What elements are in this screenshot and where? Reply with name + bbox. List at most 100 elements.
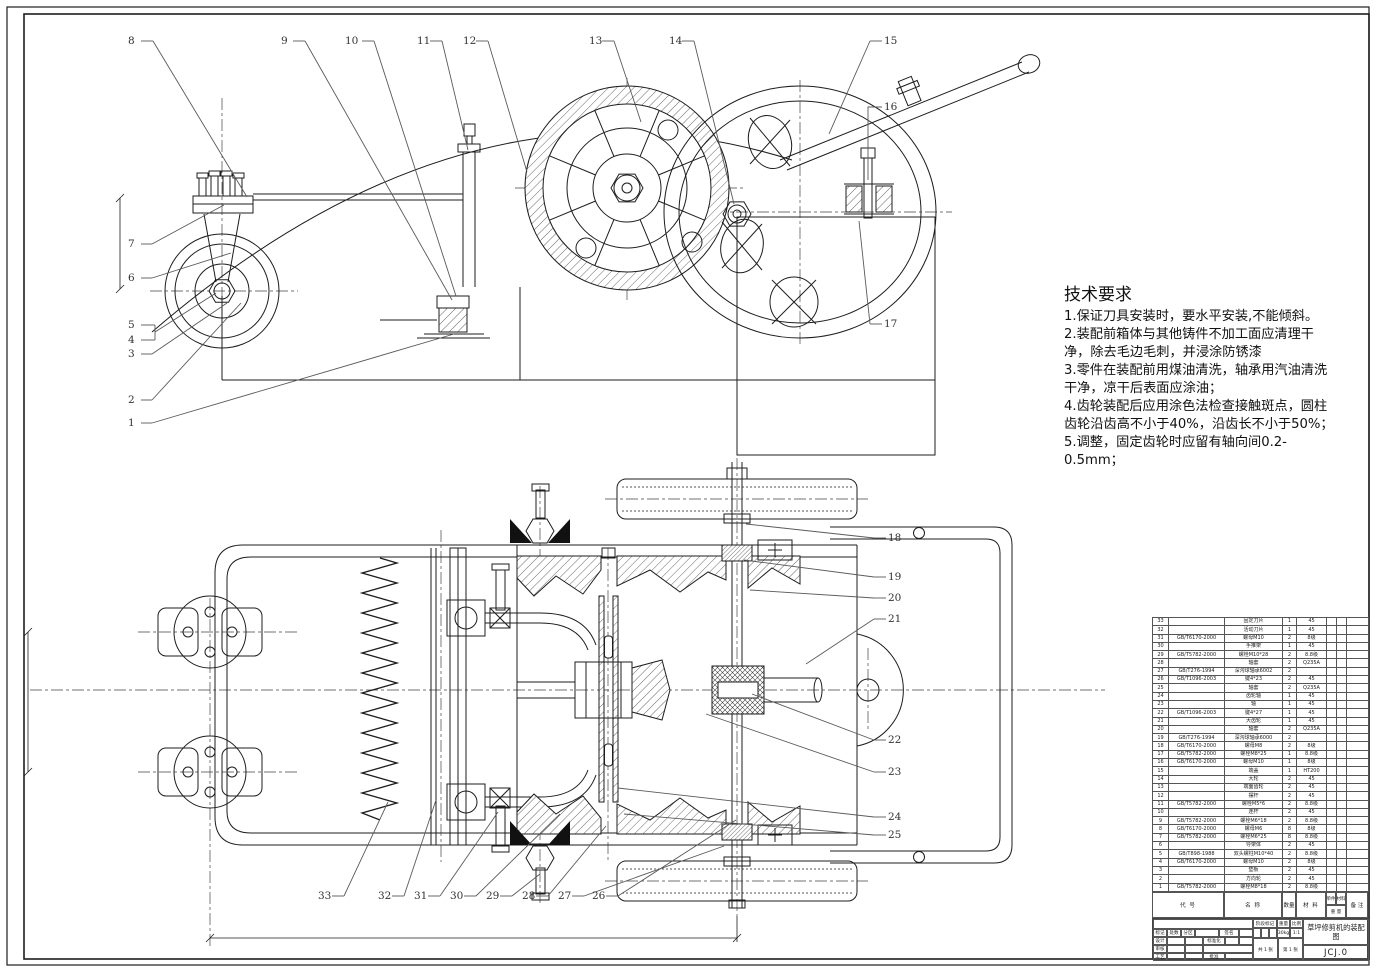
bom-cell: [1346, 865, 1369, 876]
bom-cell: [1168, 625, 1225, 635]
gear-case: [856, 633, 904, 747]
bom-cell: [1346, 807, 1369, 818]
bom-cell: 端面齿轮: [1224, 782, 1283, 793]
bom-cell: [1346, 766, 1369, 776]
bom-cell: 1: [1282, 749, 1297, 760]
bom-cell: [1326, 882, 1337, 892]
bom-cell: GB/T898-1988: [1168, 849, 1225, 859]
bom-cell: Q235A: [1296, 683, 1327, 693]
callouts-plan: [332, 523, 886, 897]
deck-section: [221, 216, 936, 456]
callout-label: 18: [888, 532, 901, 544]
bom-cell: 2: [1282, 807, 1297, 818]
bom-cell: 轴套: [1224, 683, 1283, 693]
bom-cell: GB/T6170-2000: [1168, 741, 1225, 751]
bom-cell: 螺栓M10*28: [1224, 650, 1283, 660]
bom-cell: [1168, 782, 1225, 793]
bom-cell: 2: [1282, 816, 1297, 826]
bom-cell: 7: [1152, 832, 1169, 843]
bom-cell: 1: [1282, 758, 1297, 768]
bom-cell: 活动刀片: [1224, 625, 1283, 635]
bom-cell: [1168, 691, 1225, 701]
bom-cell: [1168, 658, 1225, 668]
bom-cell: [1326, 675, 1337, 685]
bom-cell: GB/T5782-2000: [1168, 882, 1225, 892]
callout-labels-plan: 18 19 20 21 22 23 24 25 26 27 28 29 30 3…: [318, 532, 902, 902]
bom-cell: [1336, 758, 1347, 768]
bom-cell: [1346, 716, 1369, 726]
bom-cell: 45: [1296, 874, 1327, 884]
bom-cell: 45: [1296, 675, 1327, 685]
bom-cell: 2: [1282, 683, 1297, 693]
callout-label: 23: [888, 766, 901, 778]
callout-label: 13: [589, 35, 602, 47]
bom-cell: 轴套: [1224, 724, 1283, 735]
bom-cell: [1326, 633, 1337, 643]
bom-cell: 28: [1152, 658, 1169, 668]
bom-cell: 45: [1296, 840, 1327, 851]
bom-header-name: 名 称: [1224, 892, 1282, 918]
bom-cell: 45: [1296, 716, 1327, 726]
label-stage-mark: 阶段标记: [1253, 919, 1277, 928]
bom-cell: [1326, 716, 1337, 726]
bom-cell: 8.8级: [1296, 832, 1327, 843]
bom-cell: [1346, 849, 1369, 859]
bom-cell: 螺栓M8*25: [1224, 749, 1283, 760]
callout-label: 29: [486, 890, 499, 902]
audit-extra-cell: [1203, 945, 1253, 953]
callout-label: 19: [888, 571, 901, 583]
bom-cell: 9: [1152, 816, 1169, 826]
callout-label: 21: [888, 613, 901, 625]
bom-cell: 1: [1282, 625, 1297, 635]
bom-cell: GB/T5782-2000: [1168, 832, 1225, 843]
bom-cell: [1336, 733, 1347, 743]
callout-label: 1: [128, 417, 135, 429]
bom-cell: 1: [1282, 641, 1297, 652]
bom-cell: [1326, 733, 1337, 743]
plan-view: [23, 458, 1105, 948]
bom-cell: [1346, 758, 1369, 768]
bom-cell: [1326, 857, 1337, 867]
bom-cell: [1336, 675, 1347, 685]
bom-cell: 2: [1282, 799, 1297, 809]
bom-cell: 10: [1152, 807, 1169, 818]
bom-cell: 45: [1296, 782, 1327, 793]
callouts-side: [141, 40, 882, 424]
bom-cell: 26: [1152, 675, 1169, 685]
bom-cell: 2: [1282, 874, 1297, 884]
bom-cell: 45: [1296, 791, 1327, 801]
bom-cell: 8: [1282, 824, 1297, 834]
bom-cell: 16: [1152, 758, 1169, 768]
label-design: 设计: [1153, 937, 1167, 945]
bom-cell: Q235A: [1296, 724, 1327, 735]
callout-label: 4: [128, 334, 135, 346]
bom-cell: [1346, 658, 1369, 668]
bom-cell: [1168, 874, 1225, 884]
bom-cell: 8级: [1296, 741, 1327, 751]
callout-label: 6: [128, 272, 135, 284]
bom-cell: 导架体: [1224, 840, 1283, 851]
parts-list-header: 代 号 名 称 数量 材 料 单件 材料 重 量 备 注: [1152, 892, 1368, 918]
stage-cell-1: [1253, 928, 1261, 938]
design-date-cell: [1185, 937, 1203, 945]
bom-cell: [1296, 666, 1327, 677]
bom-cell: 8.8级: [1296, 816, 1327, 826]
callout-label: 30: [450, 890, 463, 902]
tie-rod: [253, 123, 481, 287]
bom-cell: 27: [1152, 666, 1169, 677]
callout-label: 10: [345, 35, 358, 47]
bom-header-weight: 重 量: [1326, 905, 1346, 918]
caster-bottom: [157, 735, 263, 809]
label-changefile: [1195, 929, 1219, 937]
